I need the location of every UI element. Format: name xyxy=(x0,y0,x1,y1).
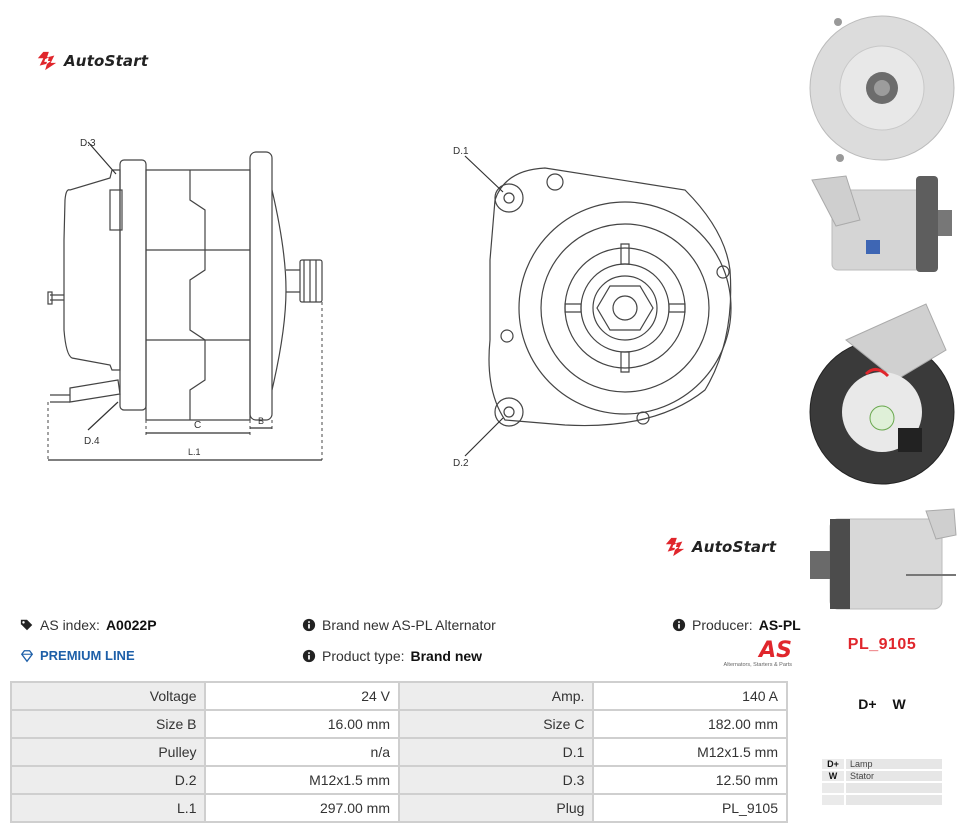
product-type-label: Product type: xyxy=(322,648,405,664)
brand-logo-bottom: AutoStart xyxy=(664,536,776,558)
producer: Producer: AS-PL xyxy=(672,617,801,633)
as-index: AS index: A0022P xyxy=(20,617,157,633)
spec-value: 24 V xyxy=(204,681,400,711)
product-photo-side xyxy=(811,175,952,272)
product-photo-front xyxy=(809,15,955,162)
spec-label: L.1 xyxy=(9,793,207,823)
plug-pins: D+ W xyxy=(858,696,906,712)
legend-row xyxy=(822,795,942,805)
legend-desc: Lamp xyxy=(846,759,942,769)
front-view-drawing: D.1 D.2 xyxy=(453,146,732,469)
legend-code: D+ xyxy=(822,759,846,769)
description: Brand new AS-PL Alternator xyxy=(302,617,496,633)
legend-desc: Stator xyxy=(846,771,942,781)
info-circle-icon xyxy=(302,649,316,663)
legend-row xyxy=(822,783,942,793)
product-type-value: Brand new xyxy=(410,648,483,664)
spec-label: D.2 xyxy=(9,765,207,795)
brand-name: AutoStart xyxy=(64,52,149,70)
info-circle-icon xyxy=(672,618,686,632)
spec-label: D.1 xyxy=(397,737,595,767)
spec-value: n/a xyxy=(204,737,400,767)
spec-label: D.3 xyxy=(397,765,595,795)
as-index-label: AS index: xyxy=(40,617,100,633)
aspl-tagline: Alternators, Starters & Parts xyxy=(723,662,792,668)
legend-code xyxy=(822,783,846,793)
spec-value: 140 A xyxy=(592,681,788,711)
label-d1: D.1 xyxy=(453,146,469,157)
spec-value: M12x1.5 mm xyxy=(592,737,788,767)
premium-line-label: PREMIUM LINE xyxy=(40,648,135,663)
spec-value: M12x1.5 mm xyxy=(204,765,400,795)
label-l1: L.1 xyxy=(188,447,201,457)
spec-value: PL_9105 xyxy=(592,793,788,823)
spec-label: Voltage xyxy=(9,681,207,711)
as-index-value: A0022P xyxy=(105,617,157,633)
aspl-logo-mark: AS xyxy=(759,638,792,663)
autostart-logo-icon xyxy=(37,51,57,71)
tags-icon xyxy=(20,619,33,631)
label-c: C xyxy=(194,420,201,431)
brand-logo-top: AutoStart xyxy=(36,50,148,72)
side-view-drawing: D.3 D.4 C B L.1 xyxy=(47,138,323,461)
spec-value: 12.50 mm xyxy=(592,765,788,795)
spec-label: Pulley xyxy=(9,737,207,767)
info-circle-icon xyxy=(302,618,316,632)
label-b: B xyxy=(258,416,264,426)
product-photo-top xyxy=(810,508,957,610)
legend-code: W xyxy=(822,771,846,781)
producer-label: Producer: xyxy=(692,617,753,633)
aspl-logo: AS Alternators, Starters & Parts xyxy=(714,638,792,669)
label-d4: D.4 xyxy=(84,436,100,447)
spec-value: 16.00 mm xyxy=(204,709,400,739)
spec-label: Size B xyxy=(9,709,207,739)
spec-label: Plug xyxy=(397,793,595,823)
brand-name: AutoStart xyxy=(692,538,777,556)
spec-value: 297.00 mm xyxy=(204,793,400,823)
spec-label: Amp. xyxy=(397,681,595,711)
legend-code xyxy=(822,795,846,805)
plug-name: PL_9105 xyxy=(847,636,917,653)
product-type: Product type: Brand new xyxy=(302,648,482,664)
autostart-logo-icon xyxy=(665,537,685,557)
spec-label: Size C xyxy=(397,709,595,739)
producer-value: AS-PL xyxy=(758,617,801,633)
label-d3: D.3 xyxy=(80,138,96,149)
diamond-icon xyxy=(20,649,34,662)
legend-desc xyxy=(846,795,942,805)
description-text: Brand new AS-PL Alternator xyxy=(322,617,496,633)
label-d2: D.2 xyxy=(453,458,469,469)
product-photo-rear xyxy=(809,303,955,485)
legend-row: D+Lamp xyxy=(822,759,942,769)
legend-desc xyxy=(846,783,942,793)
premium-line-badge: PREMIUM LINE xyxy=(20,648,135,663)
spec-value: 182.00 mm xyxy=(592,709,788,739)
